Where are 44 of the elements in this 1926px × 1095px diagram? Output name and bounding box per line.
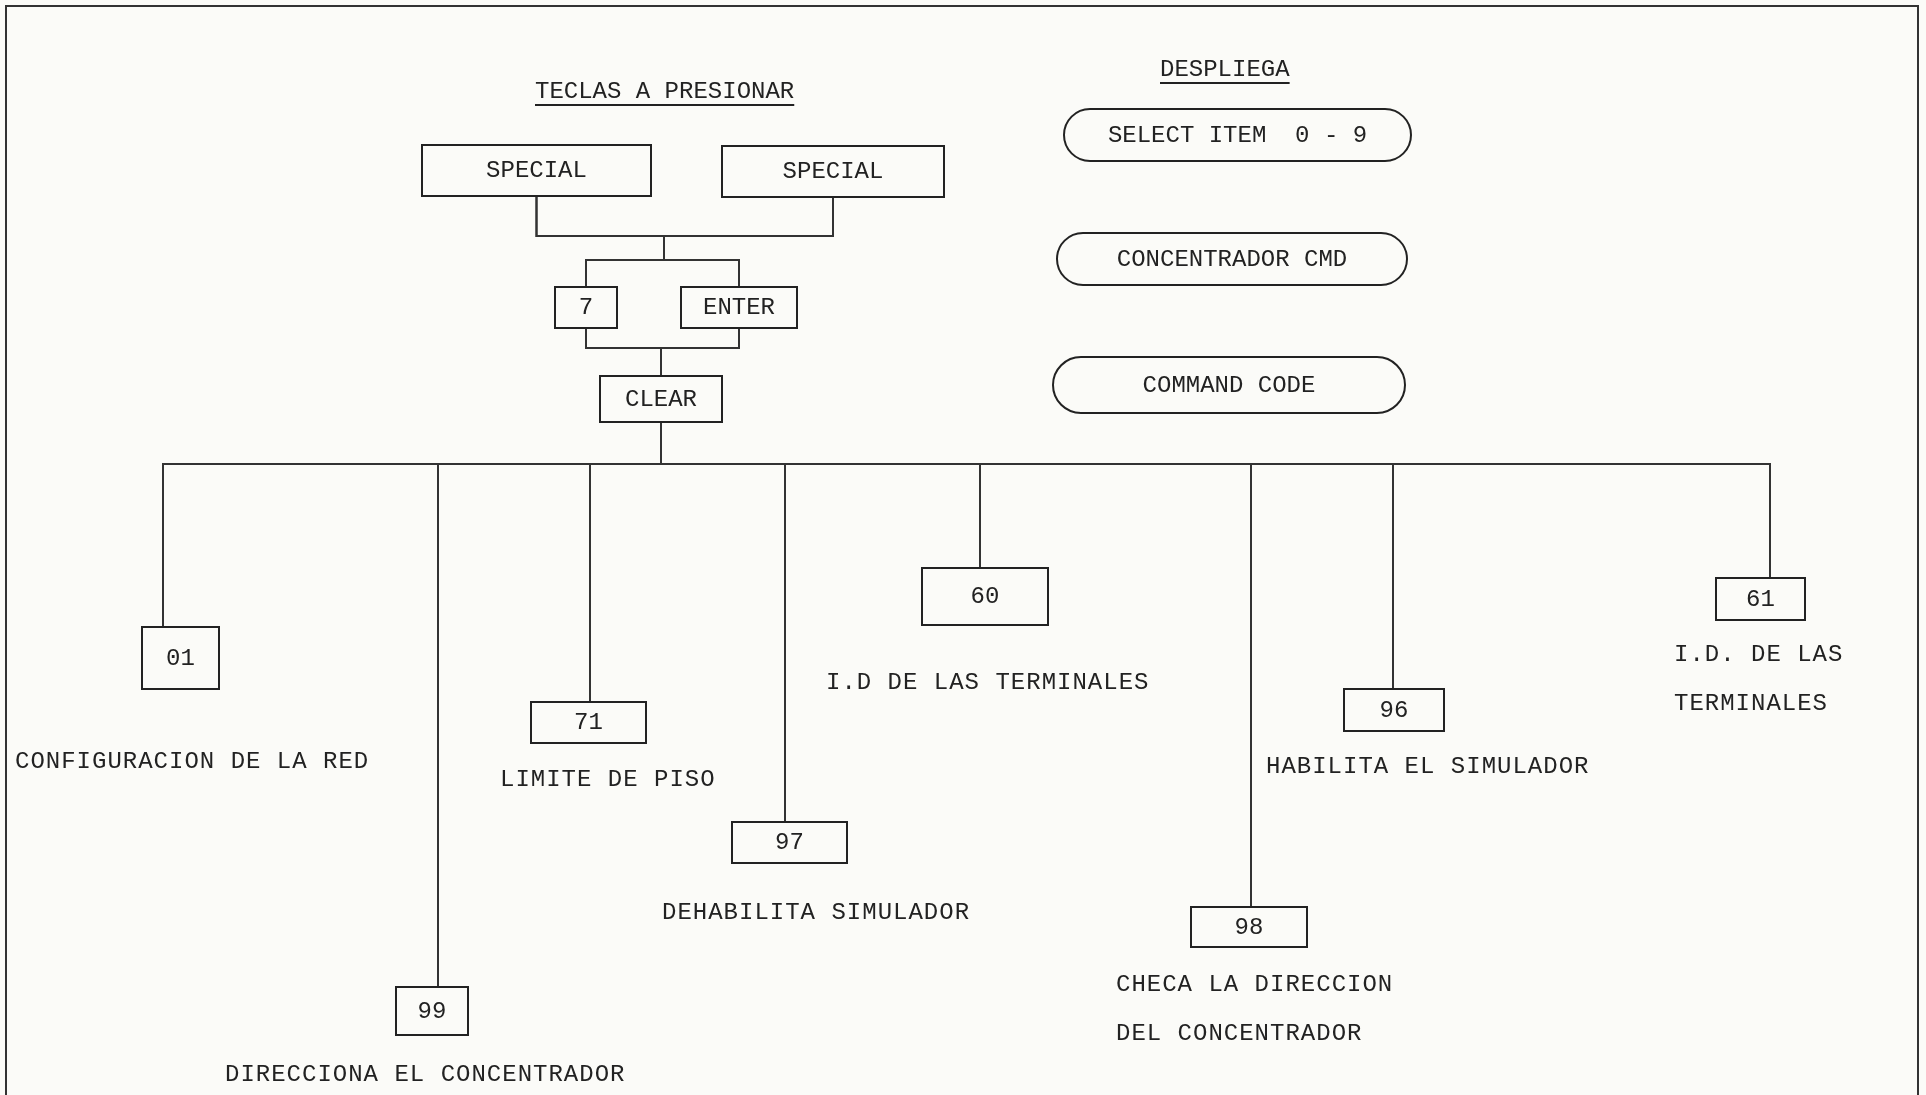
- column-heading: DESPLIEGA: [1160, 56, 1290, 83]
- code-box: [921, 567, 1049, 626]
- code-box: [530, 701, 647, 744]
- code-box: [141, 626, 220, 690]
- display-terminator: [1063, 108, 1412, 162]
- display-terminator: [1052, 356, 1406, 414]
- key-text: CONCENTRADOR CMD: [1116, 245, 1348, 273]
- key-text: 7: [578, 294, 594, 321]
- code-box: [395, 986, 469, 1036]
- key-text: SELECT ITEM 0 - 9: [1107, 121, 1368, 149]
- key-text: 96: [1379, 696, 1409, 724]
- key-box: [421, 144, 652, 197]
- code-box: [1715, 577, 1806, 621]
- key-box: [721, 145, 945, 198]
- connector-line: [663, 197, 834, 287]
- key-text: 97: [775, 829, 804, 856]
- code-box: [731, 821, 848, 864]
- display-terminator: [1056, 232, 1408, 286]
- key-text: SPECIAL: [782, 158, 884, 185]
- function-caption: CONFIGURACION DE LA RED: [15, 747, 371, 777]
- function-caption: DIRECCIONA EL CONCENTRADOR: [225, 1060, 627, 1090]
- key-text: COMMAND CODE: [1142, 371, 1316, 399]
- function-caption: I.D. DE LAS TERMINALES: [1674, 640, 1845, 719]
- function-caption: DEHABILITA SIMULADOR: [662, 898, 972, 928]
- key-text: ENTER: [703, 294, 775, 321]
- code-box: [1343, 688, 1445, 732]
- function-caption: I.D DE LAS TERMINALES: [826, 668, 1151, 698]
- column-heading: TECLAS A PRESIONAR: [535, 78, 795, 105]
- connector-line: [660, 328, 740, 376]
- function-caption: LIMITE DE PISO: [500, 765, 717, 795]
- key-text: 98: [1234, 913, 1264, 941]
- key-box: [599, 375, 723, 423]
- key-text: 71: [574, 709, 603, 736]
- function-caption: CHECA LA DIRECCION DEL CONCENTRADOR: [1116, 970, 1395, 1049]
- key-text: 99: [417, 997, 447, 1025]
- key-text: CLEAR: [625, 385, 697, 413]
- key-text: 61: [1746, 585, 1775, 613]
- key-text: 60: [970, 583, 1000, 610]
- code-box: [1190, 906, 1308, 948]
- function-caption: HABILITA EL SIMULADOR: [1266, 752, 1591, 782]
- key-text: 01: [166, 644, 195, 672]
- key-box: [554, 286, 618, 329]
- key-box: [680, 286, 798, 329]
- key-text: SPECIAL: [486, 157, 587, 184]
